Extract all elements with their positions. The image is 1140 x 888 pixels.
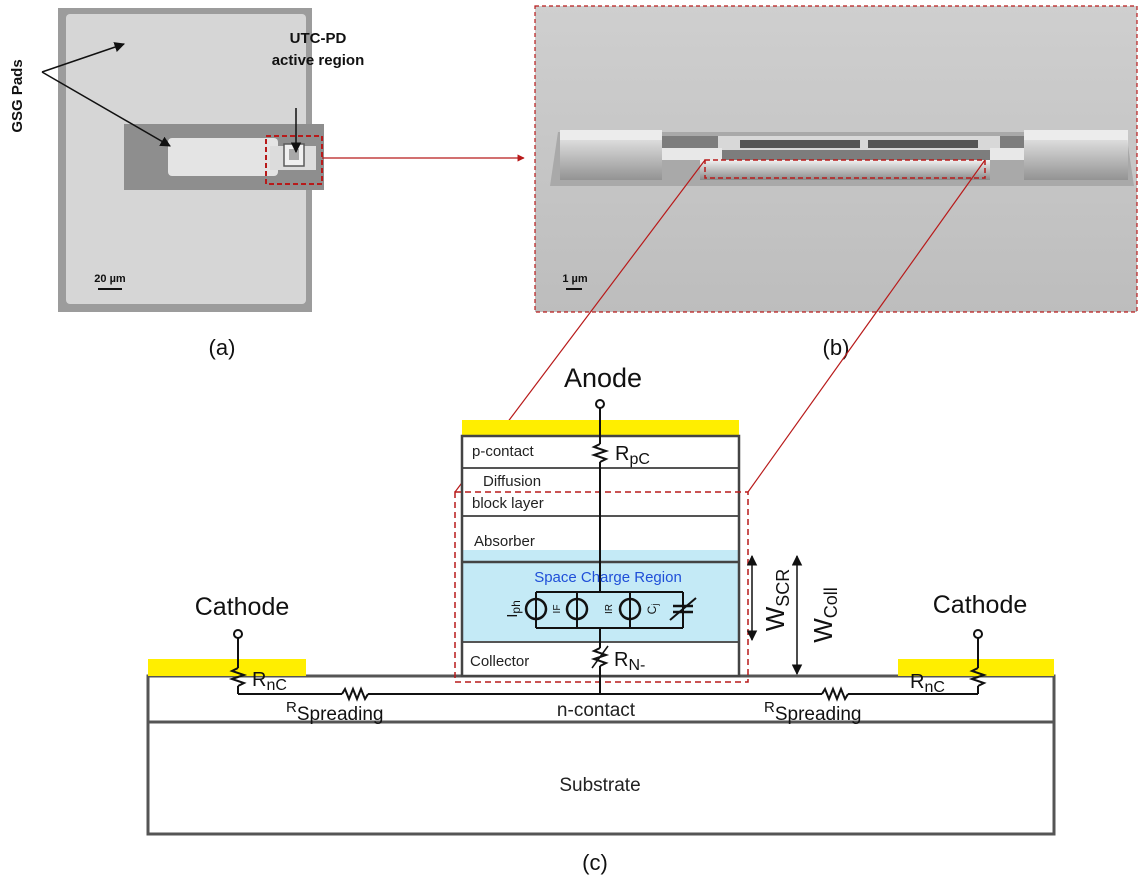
cathode-pad-left: [148, 659, 306, 676]
gsg-arrow-bottom: [41, 71, 171, 147]
rspreading-right-label: RSpreading: [764, 699, 861, 725]
cathode-right-label: Cathode: [933, 591, 1028, 619]
absorber-label: Absorber: [474, 533, 535, 550]
rnc-left-label: RnC: [252, 669, 287, 694]
rnc-right-resistor: [968, 667, 988, 687]
zoom-line-right: [747, 159, 986, 493]
wscr-label: WSCR: [760, 569, 793, 632]
ir-label: IR: [604, 604, 615, 614]
diffusion-label-line1: Diffusion: [483, 473, 541, 490]
panel-c: Anode Cathode Cathode p-contact Diffusio…: [146, 363, 1056, 875]
if-source-icon: [565, 597, 589, 621]
cathode-right-terminal: [973, 629, 983, 639]
cj-capacitor-icon: [669, 597, 697, 621]
rpc-resistor: [590, 443, 610, 463]
rspreading-left-label: RSpreading: [286, 699, 383, 725]
substrate-label: Substrate: [559, 775, 640, 796]
wcoll-label: WColl: [808, 587, 841, 643]
p-contact-label: p-contact: [472, 443, 535, 460]
rnc-right-label: RnC: [910, 671, 945, 696]
caption-c: (c): [582, 850, 608, 875]
mesa-ridge: [700, 160, 990, 180]
rspreading-right-resistor: [821, 686, 849, 702]
diffusion-label-line2: block layer: [472, 495, 544, 512]
caption-a: (a): [209, 335, 236, 360]
scale-bar-b-label: 1 µm: [562, 273, 588, 285]
zoom-box-c: [454, 491, 749, 683]
cathode-pad-right: [898, 659, 1054, 676]
cathode-left-label: Cathode: [195, 593, 290, 621]
active-zone-highlight: [704, 159, 986, 179]
rpc-label: RpC: [615, 443, 650, 468]
scale-bar-a-label: 20 µm: [94, 273, 126, 285]
n-contact-label: n-contact: [557, 700, 636, 721]
if-label: IF: [552, 605, 563, 614]
iph-label: Iph: [504, 600, 523, 618]
active-region-highlight: [265, 135, 323, 185]
panel-b: 1 µm (b): [534, 5, 1138, 360]
cj-label: Cj: [645, 604, 660, 615]
gsg-arrow-top: [41, 42, 125, 73]
ir-source-icon: [618, 597, 642, 621]
rn-label: RN-: [614, 649, 645, 674]
cathode-left-terminal: [233, 629, 243, 639]
gsg-pads-label: GSG Pads: [9, 59, 26, 132]
utc-pd-label-line2: active region: [272, 52, 365, 69]
anode-label: Anode: [564, 363, 642, 393]
panel-a: GSG Pads UTC-PD active region 20 µm (a): [9, 8, 364, 360]
rnc-left-resistor: [228, 667, 248, 687]
signal-pad: [168, 138, 278, 176]
rspreading-left-resistor: [341, 686, 369, 702]
anode-terminal: [595, 399, 605, 409]
space-charge-label: Space Charge Region: [534, 569, 682, 586]
collector-label: Collector: [470, 653, 529, 670]
iph-source-icon: [524, 597, 548, 621]
utc-pd-label-line1: UTC-PD: [290, 30, 347, 47]
